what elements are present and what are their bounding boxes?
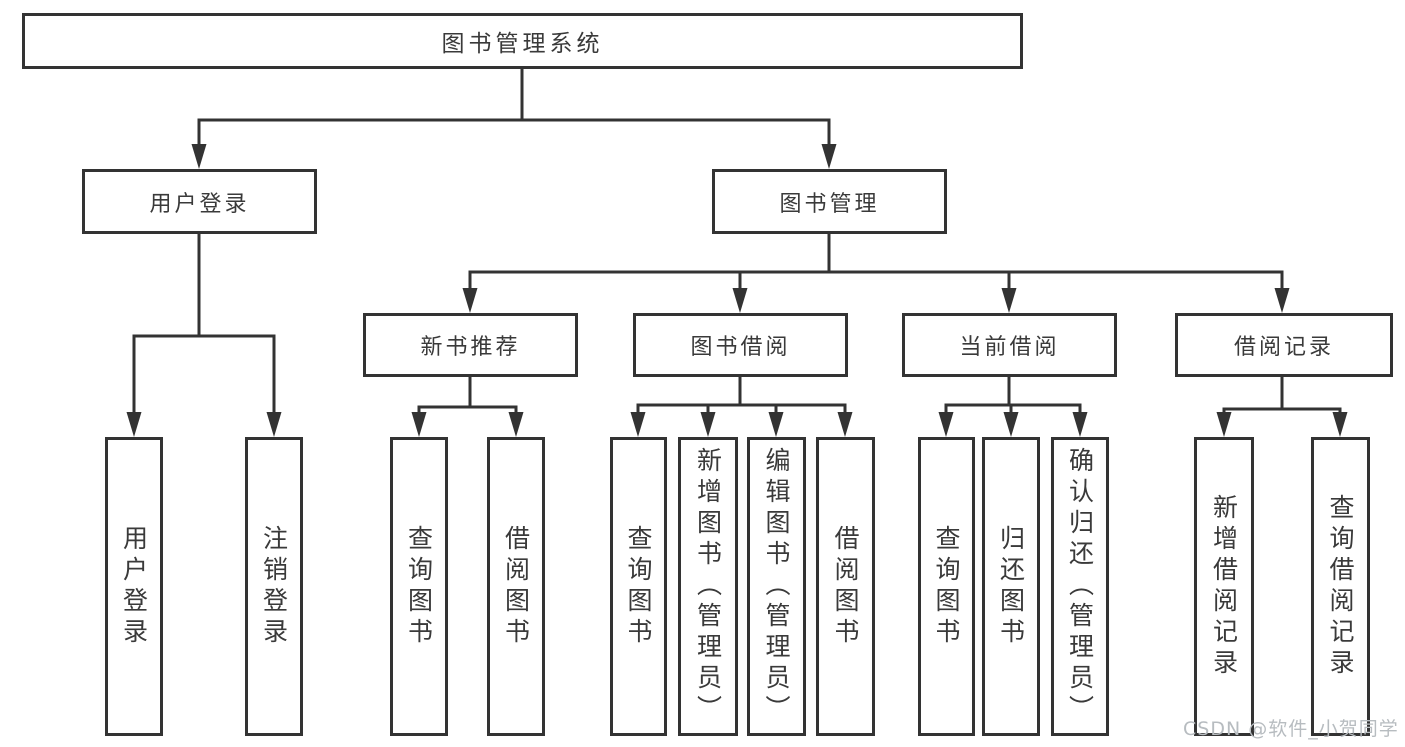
edges-book-management-to-level3	[462, 232, 1290, 313]
edges-root-to-level2	[191, 67, 837, 169]
node-library-management-system: 图书管理系统	[22, 13, 1023, 69]
leaf-bb-borrow-books: 借阅图书	[816, 437, 875, 736]
leaf-br-query-borrow-record: 查询借阅记录	[1311, 437, 1370, 736]
leaf-cb-return-books: 归还图书	[982, 437, 1040, 736]
edges-new-book-recommend-to-leaves	[411, 375, 524, 437]
leaf-bb-edit-books-admin: 编辑图书（管理员）	[747, 437, 806, 736]
csdn-watermark: CSDN @软件_小贺同学	[1183, 718, 1399, 740]
leaf-user-login: 用户登录	[105, 437, 163, 736]
leaf-bb-add-books-admin: 新增图书（管理员）	[678, 437, 738, 736]
leaf-nbr-query-books: 查询图书	[390, 437, 448, 736]
leaf-br-add-borrow-record: 新增借阅记录	[1194, 437, 1254, 736]
edges-borrow-records-to-leaves	[1216, 376, 1348, 437]
node-borrow-records: 借阅记录	[1175, 313, 1393, 377]
edges-user-login-to-leaves	[126, 232, 282, 437]
node-user-login: 用户登录	[82, 169, 317, 234]
leaf-nbr-borrow-books: 借阅图书	[487, 437, 545, 736]
node-book-management: 图书管理	[712, 169, 947, 234]
edges-current-borrow-to-leaves	[938, 375, 1088, 437]
leaf-bb-query-books: 查询图书	[610, 437, 667, 736]
leaf-logout: 注销登录	[245, 437, 303, 736]
leaf-cb-query-books: 查询图书	[918, 437, 975, 736]
node-new-book-recommend: 新书推荐	[363, 313, 578, 377]
node-current-borrow: 当前借阅	[902, 313, 1117, 377]
node-book-borrow: 图书借阅	[633, 313, 848, 377]
edges-book-borrow-to-leaves	[630, 375, 853, 437]
leaf-cb-confirm-return-admin: 确认归还（管理员）	[1051, 437, 1109, 736]
